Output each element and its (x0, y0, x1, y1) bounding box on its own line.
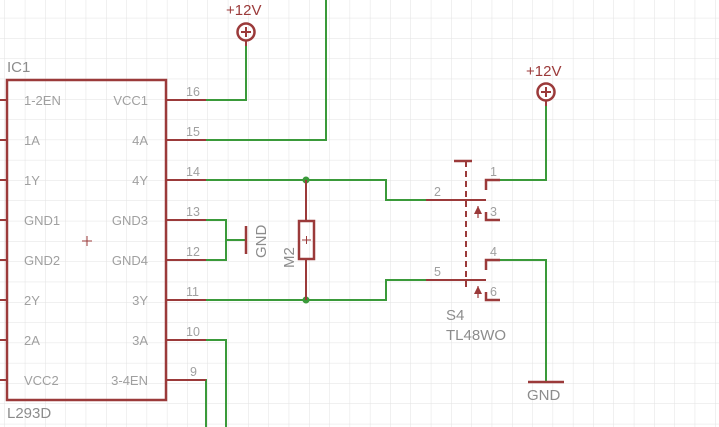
supply-label: +12V (526, 63, 561, 80)
pin-number: 10 (186, 325, 200, 339)
wires (166, 0, 547, 427)
switch-value-label: TL48WO (446, 327, 506, 344)
ic-right-pin-stubs (166, 99, 206, 381)
ic-right-pin-labels: VCC1 4A 4Y GND3 GND4 3Y 3A 3-4EN (111, 93, 148, 388)
plus-icon (541, 87, 551, 97)
pin-number: 5 (434, 265, 441, 279)
pin-number: 1 (490, 165, 497, 179)
pin-number: 11 (186, 285, 199, 299)
wire-4y (166, 179, 460, 201)
motor-name-label: M2 (281, 247, 298, 268)
ic-left-pin-labels: 1-2EN 1A 1Y GND1 GND2 2Y 2A VCC2 (24, 93, 61, 388)
pin-label: 3Y (132, 293, 148, 308)
pin-label: 3-4EN (111, 373, 148, 388)
pin-number: 4 (490, 245, 497, 259)
pin-label: GND1 (24, 213, 60, 228)
ground-label: GND (527, 387, 561, 404)
wire-sw-pin4 (500, 259, 547, 382)
pin-label: 2Y (24, 293, 40, 308)
switch-contacts (484, 178, 500, 302)
pin-label: GND3 (112, 213, 148, 228)
wire-3y (166, 279, 460, 301)
ground-symbol-mid[interactable]: GND (244, 225, 270, 259)
pin-number: 15 (186, 125, 200, 139)
switch-pin-numbers: 1 2 3 4 5 6 (434, 165, 497, 299)
ground-label: GND (253, 225, 270, 259)
ic-origin-cross (82, 236, 92, 246)
ic-value-label: L293D (7, 405, 51, 422)
pin-number: 13 (186, 205, 200, 219)
pin-label: 4A (132, 133, 148, 148)
ground-symbol-bottom[interactable]: GND (527, 380, 564, 404)
pin-number: 6 (490, 285, 497, 299)
pin-label: 1A (24, 133, 40, 148)
ic-right-pin-numbers: 16 15 14 13 12 11 10 9 (186, 85, 200, 379)
pin-label: GND2 (24, 253, 60, 268)
switch-name-label: S4 (446, 307, 464, 324)
wire-4a (166, 0, 327, 141)
pin-label: 2A (24, 333, 40, 348)
wire-sw-pin1 (500, 100, 547, 181)
ic-left-pin-stubs (0, 99, 7, 381)
supply-plus12v-right[interactable]: +12V (526, 63, 561, 106)
pin-label: 1-2EN (24, 93, 61, 108)
pin-number: 3 (490, 205, 497, 219)
plus-icon (241, 27, 251, 37)
motor-m2[interactable]: M2 (281, 180, 316, 300)
pin-number: 16 (186, 85, 200, 99)
switch-s4[interactable]: 1 2 3 4 5 6 S4 TL48WO (426, 159, 506, 344)
ic-l293d[interactable]: IC1 L293D 1-2EN 1A 1Y GND1 GND2 2Y 2A VC… (0, 59, 206, 422)
supply-label: +12V (226, 2, 261, 19)
pin-label: 1Y (24, 173, 40, 188)
pin-number: 14 (186, 165, 200, 179)
pin-label: 4Y (132, 173, 148, 188)
pin-number: 2 (434, 185, 441, 199)
pin-label: VCC2 (24, 373, 59, 388)
pin-label: 3A (132, 333, 148, 348)
supply-plus12v-left[interactable]: +12V (226, 2, 261, 46)
pin-label: GND4 (112, 253, 148, 268)
pin-number: 12 (186, 245, 200, 259)
ic-body (5, 78, 168, 402)
pin-number: 9 (190, 365, 197, 379)
motor-body (297, 219, 316, 261)
ic-name-label: IC1 (7, 59, 30, 76)
pin-label: VCC1 (113, 93, 148, 108)
motor-origin-cross (302, 236, 311, 244)
